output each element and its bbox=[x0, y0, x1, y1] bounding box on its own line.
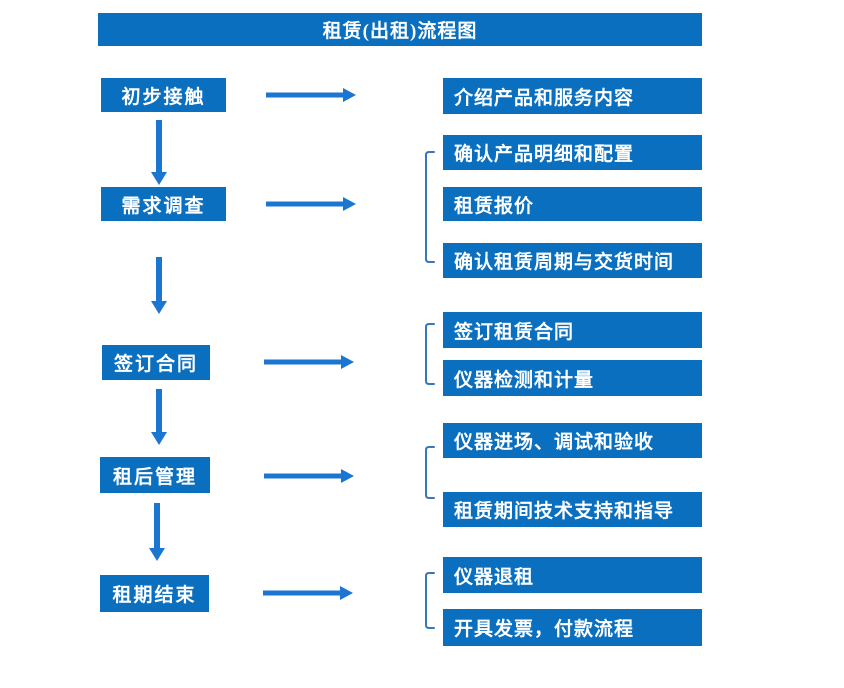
bracket-post-rental-details bbox=[425, 446, 435, 499]
step-box-rental-end: 租期结束 bbox=[100, 575, 209, 612]
arrow-right-3 bbox=[264, 355, 354, 369]
step-box-sign-contract: 签订合同 bbox=[102, 345, 210, 380]
detail-box-sign-rental-contract: 签订租赁合同 bbox=[443, 312, 702, 348]
arrow-down-1 bbox=[151, 120, 167, 185]
flowchart-title: 租赁(出租)流程图 bbox=[322, 21, 478, 42]
detail-box-instrument-setup-acceptance: 仪器进场、调试和验收 bbox=[443, 423, 702, 458]
detail-box-introduce-products: 介绍产品和服务内容 bbox=[443, 78, 702, 114]
detail-box-rental-tech-support: 租赁期间技术支持和指导 bbox=[443, 492, 702, 527]
arrow-right-5 bbox=[263, 586, 353, 600]
bracket-rental-end-details bbox=[425, 572, 435, 629]
arrow-right-2 bbox=[266, 197, 356, 211]
arrow-down-4 bbox=[149, 503, 165, 561]
arrow-down-2 bbox=[151, 257, 167, 314]
detail-box-instrument-testing: 仪器检测和计量 bbox=[443, 360, 702, 396]
arrow-right-4 bbox=[264, 469, 354, 483]
step-box-initial-contact: 初步接触 bbox=[101, 78, 226, 112]
detail-box-confirm-product-config: 确认产品明细和配置 bbox=[443, 135, 702, 170]
bracket-demand-survey-details bbox=[425, 151, 435, 263]
detail-box-confirm-period-delivery: 确认租赁周期与交货时间 bbox=[443, 243, 702, 278]
detail-box-instrument-return: 仪器退租 bbox=[443, 557, 702, 593]
flowchart-title-bar: 租赁(出租)流程图 bbox=[98, 13, 702, 46]
step-box-post-rental-management: 租后管理 bbox=[100, 457, 210, 493]
arrow-right-1 bbox=[266, 88, 356, 102]
detail-box-invoice-payment: 开具发票，付款流程 bbox=[443, 609, 702, 646]
detail-box-rental-quote: 租赁报价 bbox=[443, 187, 702, 221]
arrow-down-3 bbox=[151, 389, 167, 445]
bracket-sign-contract-details bbox=[425, 323, 435, 385]
step-box-demand-survey: 需求调查 bbox=[101, 187, 226, 221]
